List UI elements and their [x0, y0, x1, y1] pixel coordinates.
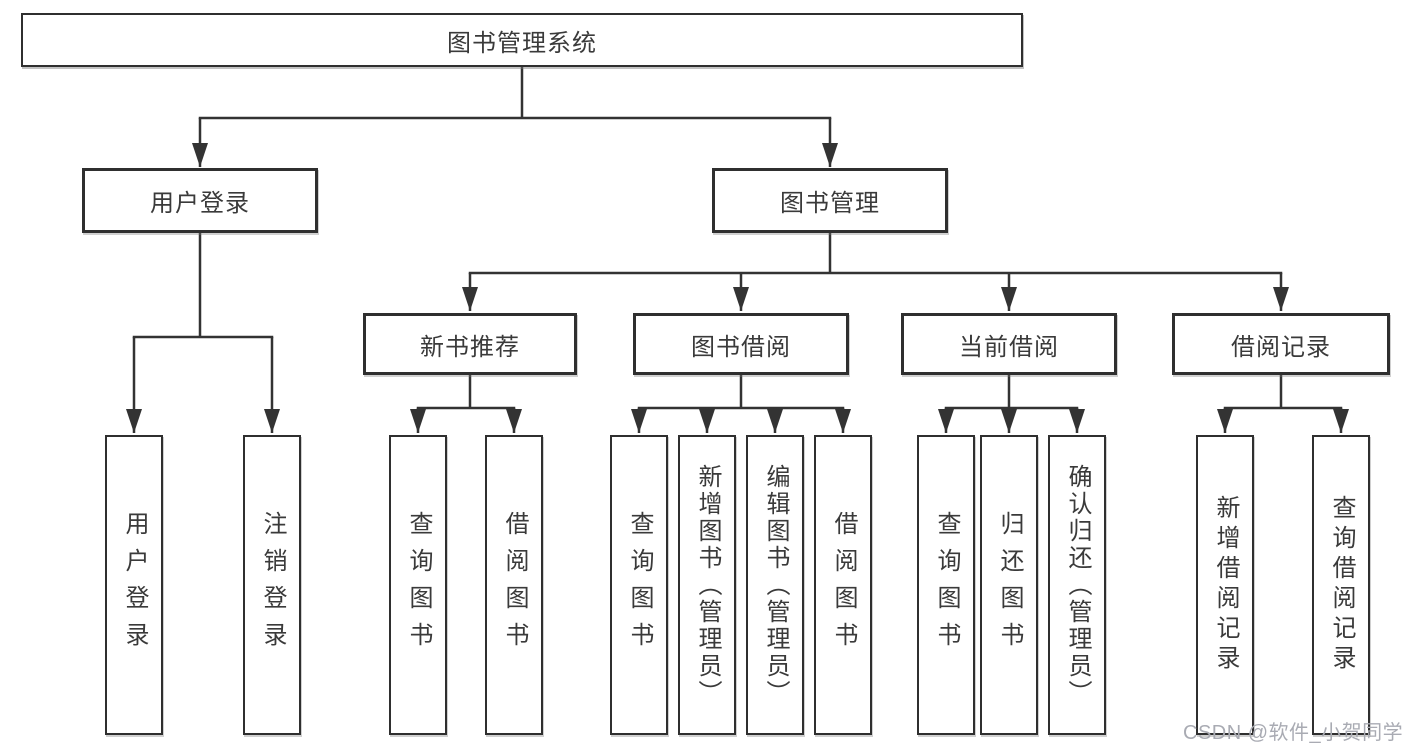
leaf-query-books-recommend-label: 查询图书	[405, 511, 432, 659]
node-root-label: 图书管理系统	[447, 29, 597, 57]
leaf-return-books: 归还图书	[980, 435, 1038, 735]
leaf-add-books-admin: 新增图书（管理员）	[678, 435, 736, 735]
csdn-watermark: CSDN @软件_小贺同学	[1183, 722, 1404, 744]
node-current-borrow: 当前借阅	[901, 313, 1117, 375]
node-root-library-management-system: 图书管理系统	[21, 13, 1023, 67]
leaf-query-borrow-record: 查询借阅记录	[1312, 435, 1370, 735]
leaf-borrow-books-recommend-label: 借阅图书	[501, 511, 528, 659]
edge-current-borrow-split	[944, 373, 1079, 410]
leaf-add-books-admin-label: 新增图书（管理员）	[694, 463, 721, 707]
node-book-borrow-label: 图书借阅	[691, 333, 791, 361]
leaf-edit-books-admin-label: 编辑图书（管理员）	[762, 463, 789, 707]
node-borrow-record-label: 借阅记录	[1231, 333, 1331, 361]
node-book-borrow: 图书借阅	[633, 313, 849, 375]
node-current-borrow-label: 当前借阅	[959, 333, 1059, 361]
leaf-query-borrow-record-label: 查询借阅记录	[1328, 495, 1355, 675]
leaf-query-books-current: 查询图书	[917, 435, 975, 735]
edge-book-management-split	[468, 231, 1283, 275]
edge-borrow-record-split	[1223, 373, 1343, 410]
node-book-management-label: 图书管理	[780, 190, 880, 217]
leaf-logout: 注销登录	[243, 435, 301, 735]
node-borrow-record: 借阅记录	[1172, 313, 1390, 375]
node-new-book-recommend: 新书推荐	[363, 313, 577, 375]
leaf-user-login-label: 用户登录	[121, 511, 148, 659]
leaf-add-borrow-record: 新增借阅记录	[1196, 435, 1254, 735]
edge-root-to-level2	[198, 65, 832, 120]
leaf-borrow-books-label: 借阅图书	[830, 511, 857, 659]
node-new-book-recommend-label: 新书推荐	[420, 333, 520, 361]
leaf-query-books-borrow: 查询图书	[610, 435, 668, 735]
node-user-login: 用户登录	[82, 168, 318, 233]
edge-user-login-split	[132, 231, 274, 339]
edge-book-borrow-split	[637, 373, 845, 410]
leaf-query-books-recommend: 查询图书	[389, 435, 447, 735]
leaf-user-login: 用户登录	[105, 435, 163, 735]
node-book-management: 图书管理	[712, 168, 948, 233]
leaf-borrow-books: 借阅图书	[814, 435, 872, 735]
leaf-edit-books-admin: 编辑图书（管理员）	[746, 435, 804, 735]
leaf-query-books-current-label: 查询图书	[933, 511, 960, 659]
leaf-query-books-borrow-label: 查询图书	[626, 511, 653, 659]
node-user-login-label: 用户登录	[150, 190, 250, 217]
leaf-confirm-return-admin-label: 确认归还（管理员）	[1064, 463, 1091, 707]
leaf-logout-label: 注销登录	[259, 511, 286, 659]
edge-new-book-recommend-split	[416, 373, 516, 410]
leaf-return-books-label: 归还图书	[996, 511, 1023, 659]
leaf-confirm-return-admin: 确认归还（管理员）	[1048, 435, 1106, 735]
leaf-borrow-books-recommend: 借阅图书	[485, 435, 543, 735]
leaf-add-borrow-record-label: 新增借阅记录	[1212, 495, 1239, 675]
